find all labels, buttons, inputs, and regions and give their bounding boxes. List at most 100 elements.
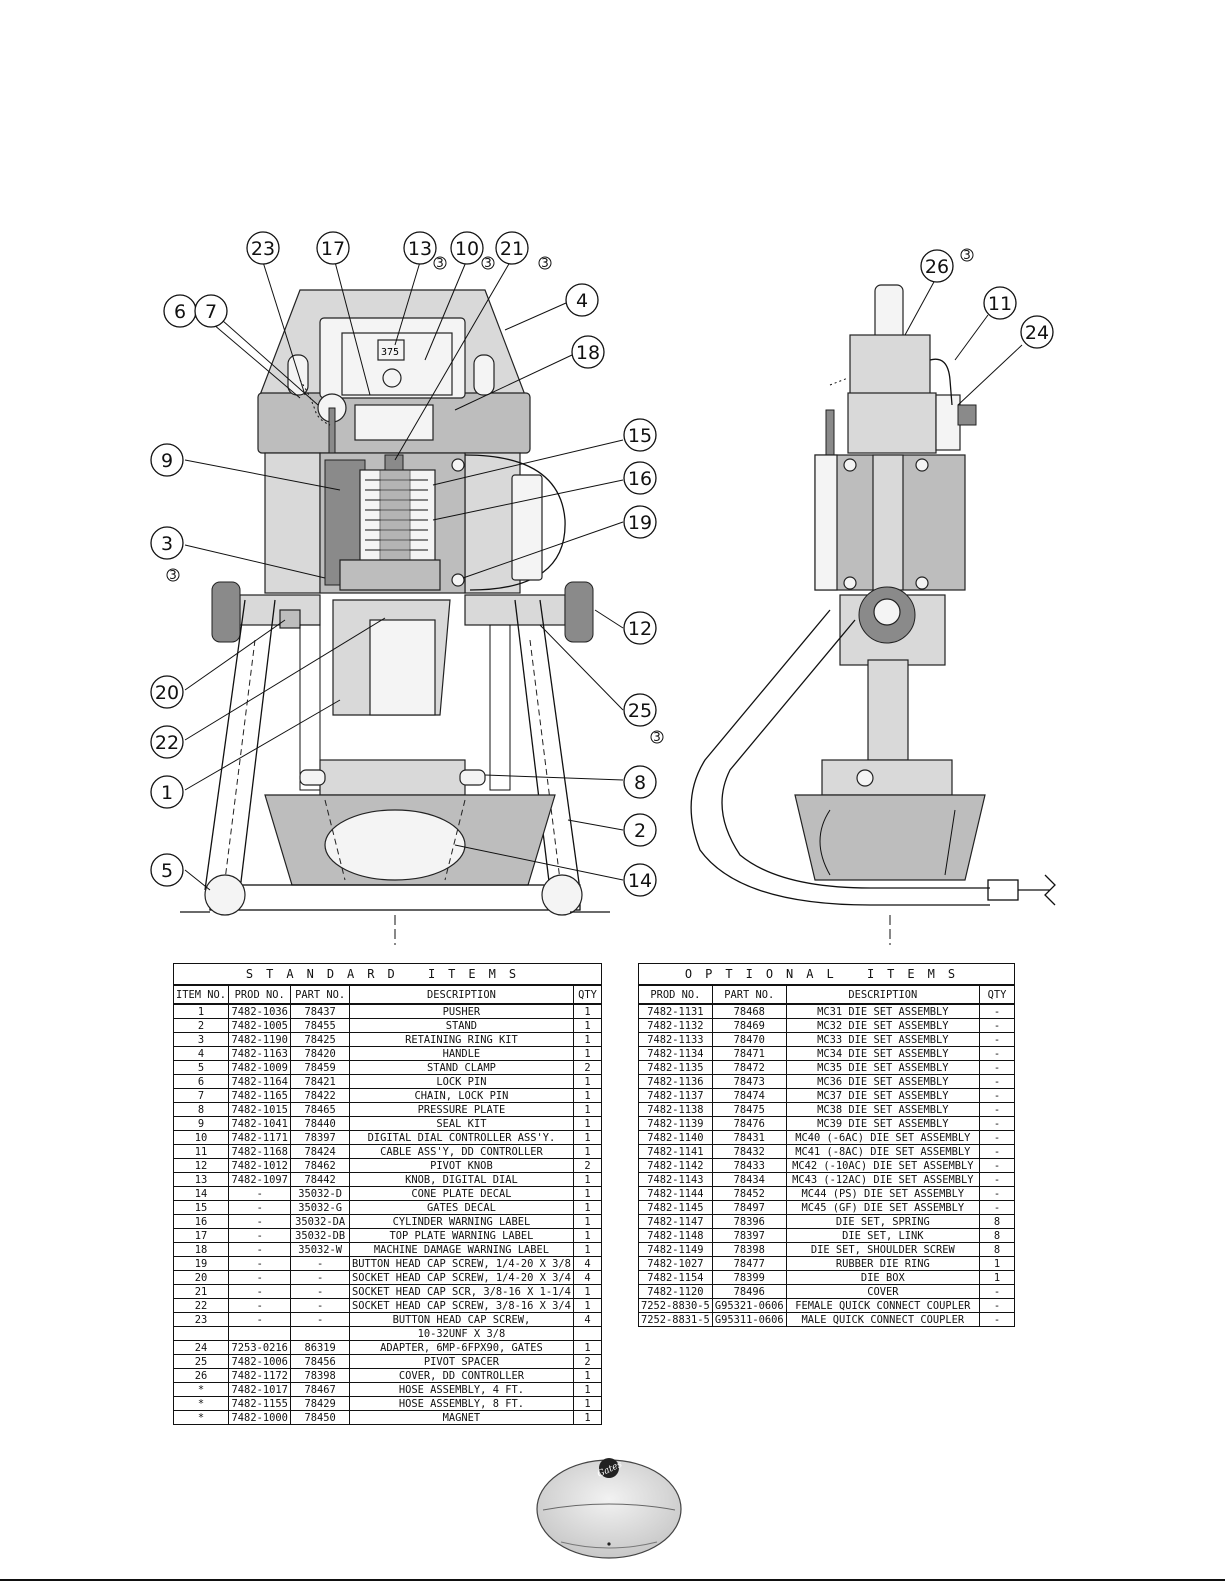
svg-text:8: 8 — [634, 772, 646, 794]
table-cell: 24 — [172, 1340, 230, 1355]
table-cell: 1 — [979, 1270, 1015, 1285]
table-cell: 78442 — [290, 1172, 350, 1187]
table-cell: SEAL KIT — [348, 1116, 574, 1131]
table-cell: MC41 (-8AC) DIE SET ASSEMBLY — [785, 1144, 981, 1159]
table-cell: MC37 DIE SET ASSEMBLY — [785, 1088, 981, 1103]
table-cell: - — [290, 1312, 350, 1327]
column-header: PROD NO. — [228, 984, 292, 1005]
table-cell: 7482-1155 — [228, 1396, 292, 1411]
table-cell: 78497 — [711, 1200, 787, 1215]
svg-text:6: 6 — [174, 301, 186, 323]
svg-text:15: 15 — [628, 425, 652, 447]
callout-16: 16 — [623, 461, 657, 495]
table-cell: 2 — [572, 1354, 603, 1369]
table-cell: SOCKET HEAD CAP SCR, 3/8-16 X 1-1/4 — [348, 1284, 574, 1299]
table-cell: 19 — [172, 1256, 230, 1271]
side-view — [690, 284, 1056, 945]
table-cell: 35032-D — [290, 1186, 350, 1201]
table-cell: 78456 — [290, 1354, 350, 1369]
optional-items-title: OPTIONAL ITEMS — [638, 963, 1015, 986]
table-cell: HOSE ASSEMBLY, 8 FT. — [348, 1396, 574, 1411]
table-cell: 78459 — [290, 1060, 350, 1075]
table-cell: 7482-1027 — [638, 1256, 713, 1271]
table-cell: 4 — [172, 1046, 230, 1061]
table-cell: 1 — [572, 1032, 603, 1047]
table-cell: 4 — [572, 1312, 603, 1327]
table-cell: 78450 — [290, 1410, 350, 1425]
callout-18: 18 — [571, 335, 605, 369]
callout-20: 20 — [150, 675, 184, 709]
table-cell: 7482-1137 — [638, 1088, 713, 1103]
callout-17: 17 — [316, 231, 350, 265]
leader-lines — [184, 261, 1023, 891]
svg-text:3: 3 — [436, 256, 444, 270]
svg-text:25: 25 — [628, 700, 652, 722]
table-cell: 7482-1163 — [228, 1046, 292, 1061]
table-cell: 18 — [172, 1242, 230, 1257]
table-cell: 78397 — [290, 1130, 350, 1145]
table-cell: 7252-8831-5 — [638, 1312, 713, 1327]
column-header: PART NO. — [290, 984, 350, 1005]
table-cell — [572, 1326, 603, 1341]
callout-15: 15 — [623, 418, 657, 452]
table-cell: 23 — [172, 1312, 230, 1327]
table-row: 10-32UNF X 3/8 — [172, 1326, 603, 1341]
table-cell: G95311-0606 — [711, 1312, 787, 1327]
table-cell: 1 — [572, 1228, 603, 1243]
table-cell: 78432 — [711, 1144, 787, 1159]
table-cell: - — [979, 1003, 1015, 1019]
table-cell: 78433 — [711, 1158, 787, 1173]
table-cell: 78455 — [290, 1018, 350, 1033]
callout-6: 6 — [163, 294, 197, 328]
table-cell: - — [979, 1088, 1015, 1103]
svg-text:9: 9 — [161, 450, 173, 472]
table-cell: BUTTON HEAD CAP SCREW, — [348, 1312, 574, 1327]
table-cell: 3 — [172, 1032, 230, 1047]
table-cell: - — [979, 1200, 1015, 1215]
table-cell: 78425 — [290, 1032, 350, 1047]
table-cell: 1 — [572, 1298, 603, 1313]
table-cell: 78473 — [711, 1074, 787, 1089]
table-cell: MC32 DIE SET ASSEMBLY — [785, 1018, 981, 1033]
table-cell — [172, 1326, 230, 1341]
table-cell: SOCKET HEAD CAP SCREW, 3/8-16 X 3/4 — [348, 1298, 574, 1313]
table-cell: 11 — [172, 1144, 230, 1159]
table-cell: 78424 — [290, 1144, 350, 1159]
table-cell: 7482-1097 — [228, 1172, 292, 1187]
table-cell: - — [228, 1270, 292, 1285]
table-cell: ADAPTER, 6MP-6FPX90, GATES — [348, 1340, 574, 1355]
callout-7: 7 — [194, 294, 228, 328]
table-cell: 7253-0216 — [228, 1340, 292, 1355]
table-cell: - — [979, 1298, 1015, 1313]
table-cell: 7482-1132 — [638, 1018, 713, 1033]
table-cell: - — [979, 1102, 1015, 1117]
table-cell: 7482-1145 — [638, 1200, 713, 1215]
table-cell: 35032-DA — [290, 1214, 350, 1229]
note-marker: 3 — [650, 730, 664, 744]
table-cell: 78422 — [290, 1088, 350, 1103]
table-cell: - — [228, 1186, 292, 1201]
table-cell: 7482-1005 — [228, 1018, 292, 1033]
table-cell: 78474 — [711, 1088, 787, 1103]
table-cell: 1 — [572, 1368, 603, 1383]
table-cell: 8 — [979, 1214, 1015, 1229]
svg-text:20: 20 — [155, 682, 179, 704]
table-cell: 1 — [572, 1003, 603, 1019]
table-cell: 6 — [172, 1074, 230, 1089]
table-cell: 17 — [172, 1228, 230, 1243]
table-cell: 7482-1041 — [228, 1116, 292, 1131]
table-cell: CYLINDER WARNING LABEL — [348, 1214, 574, 1229]
